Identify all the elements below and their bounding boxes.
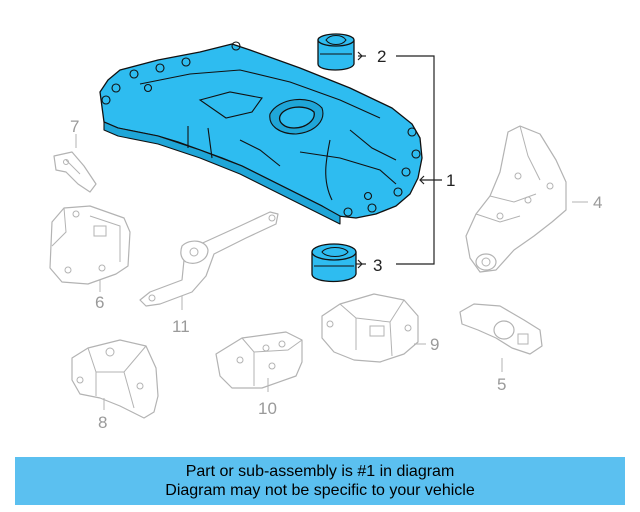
info-banner: Part or sub-assembly is #1 in diagram Di… (15, 457, 625, 505)
callout-1: 1 (446, 171, 456, 190)
banner-line-2: Diagram may not be specific to your vehi… (165, 482, 475, 499)
callout-6: 6 (95, 293, 105, 312)
subframe-part-1[interactable] (99, 41, 423, 225)
bracket-part-7[interactable] (53, 134, 97, 193)
banner-line-1: Part or sub-assembly is #1 in diagram (185, 463, 455, 480)
torque-arm-part-11[interactable] (139, 211, 279, 310)
mount-bracket-part-4[interactable] (465, 125, 588, 273)
callout-2: 2 (377, 47, 387, 66)
mount-part-10[interactable] (215, 331, 303, 392)
callout-11: 11 (172, 317, 190, 336)
leader-lines-highlight (356, 51, 442, 269)
callout-5: 5 (497, 375, 507, 394)
callout-8: 8 (98, 413, 108, 432)
callout-4: 4 (593, 193, 603, 212)
bushing-part-3[interactable] (311, 243, 357, 283)
callout-7: 7 (70, 117, 80, 136)
mount-part-9[interactable] (321, 293, 426, 363)
callout-10: 10 (258, 399, 277, 418)
mount-part-5[interactable] (459, 303, 543, 372)
mount-part-8[interactable] (71, 339, 159, 419)
parts-diagram (49, 33, 588, 419)
bushing-part-2[interactable] (317, 33, 355, 71)
callout-3: 3 (373, 256, 383, 275)
callout-9: 9 (430, 335, 440, 354)
mount-part-6[interactable] (49, 205, 131, 292)
